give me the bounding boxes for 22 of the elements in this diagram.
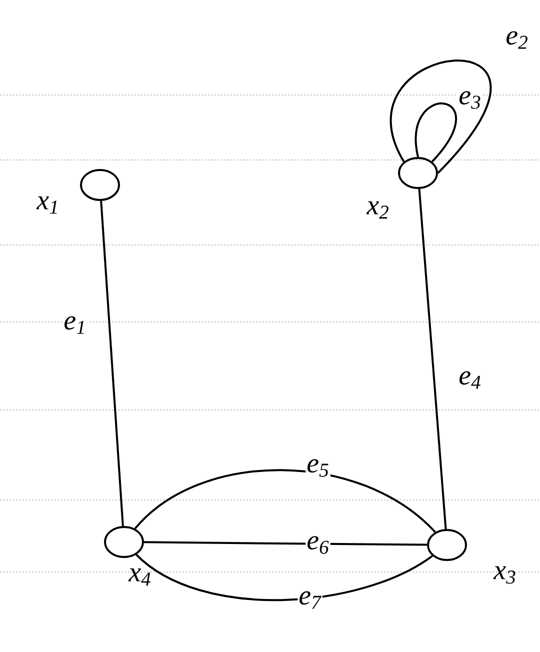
edge-line: [391, 60, 492, 174]
edge-line: [136, 554, 433, 602]
vertex-circle: [80, 169, 120, 201]
edge-label: e$_{3}$: [458, 90, 482, 110]
edge-label: e$_{2}$: [504, 30, 530, 50]
vertex-circle: [398, 157, 438, 189]
vertex-circle: [104, 526, 144, 558]
edge-line: [414, 102, 457, 162]
edge-label: e$_{7}$: [298, 590, 322, 610]
edge-line: [134, 469, 436, 533]
edge-line: [418, 188, 447, 530]
edge-line: [144, 541, 428, 546]
edge-label: e$_{5}$: [306, 458, 330, 478]
vertex-label: x$_{4}$: [128, 568, 150, 586]
vertex-label: x$_{3}$: [493, 566, 516, 584]
edge-label: e$_{6}$: [306, 535, 330, 555]
edge-label: e$_{4}$: [458, 370, 482, 390]
edge-line: [100, 200, 124, 526]
vertex-label: x$_{2}$: [366, 201, 388, 219]
edge-label: e$_{1}$: [62, 315, 88, 335]
vertex-label: x$_{1}$: [36, 196, 57, 214]
vertex-circle: [427, 529, 467, 561]
